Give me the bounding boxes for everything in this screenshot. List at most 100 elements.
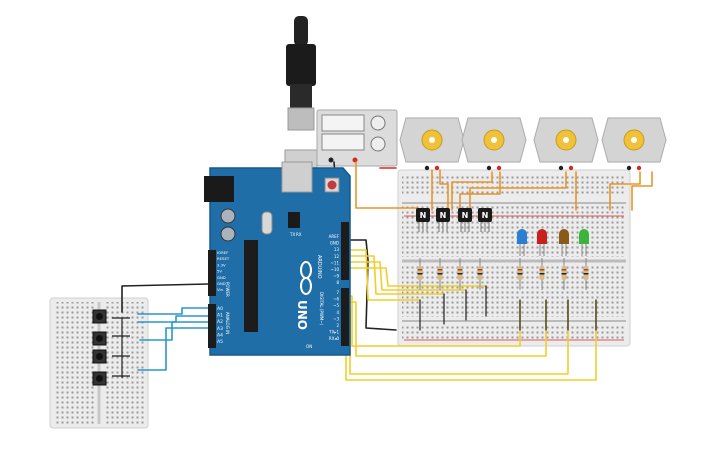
reset-button[interactable] <box>327 180 337 190</box>
wire[interactable] <box>347 261 467 291</box>
wire[interactable] <box>347 255 445 295</box>
arduino-logo <box>300 261 312 295</box>
dc-jack <box>204 176 234 202</box>
digital-pin-label: 7 <box>336 290 339 295</box>
led[interactable] <box>537 229 547 256</box>
analog-pin-label: A5 <box>217 339 223 345</box>
resistors <box>417 258 589 290</box>
transistor-label: N <box>462 211 469 220</box>
resistor[interactable] <box>417 258 423 290</box>
digital-pin-label: 2 <box>336 323 339 328</box>
resistor[interactable] <box>561 258 567 290</box>
digital-header-bottom <box>341 288 349 346</box>
digital-header-top <box>341 222 349 280</box>
wire[interactable] <box>139 321 209 341</box>
arduino-uno-board[interactable]: ARDUINO UNO POWER ANALOG IN DIGITAL (PWM… <box>204 161 351 356</box>
wire[interactable] <box>609 171 641 211</box>
power-supply[interactable] <box>316 109 398 167</box>
resistor[interactable] <box>437 258 443 290</box>
wire[interactable] <box>347 249 421 301</box>
digital-pin-label: GND <box>330 241 339 246</box>
rx-led-label: RX <box>296 232 302 237</box>
capacitor-2 <box>220 226 236 242</box>
capacitor-1 <box>220 208 236 224</box>
transistor-label: N <box>420 211 427 220</box>
digital-pin-label: AREF <box>329 234 340 239</box>
wire[interactable] <box>451 171 493 211</box>
wire[interactable] <box>469 171 567 211</box>
digital-pin-label: 8 <box>336 280 339 285</box>
resistor[interactable] <box>583 258 589 290</box>
wire[interactable] <box>347 299 547 357</box>
digital-pin-label: ~5 <box>333 303 339 308</box>
analog-pin-label: A2 <box>217 319 223 325</box>
npn-transistor[interactable]: N <box>416 208 430 232</box>
digital-pin-label: 4 <box>336 310 339 315</box>
resistor[interactable] <box>539 258 545 290</box>
atmega-chip <box>244 240 258 332</box>
analog-pin-label: A0 <box>217 306 223 312</box>
usb-port <box>281 161 313 193</box>
transistor-label: N <box>440 211 447 220</box>
digital-pin-label: TX▸1 <box>328 330 339 335</box>
wire[interactable] <box>631 171 653 211</box>
wire[interactable] <box>137 307 209 315</box>
power-pin-label: 5V <box>217 269 222 274</box>
wire[interactable] <box>137 327 209 371</box>
leds <box>517 229 589 256</box>
usb-cable[interactable] <box>284 16 318 173</box>
analog-pin-label: A4 <box>217 332 223 338</box>
transistor-label: N <box>482 211 489 220</box>
digital-pin-label: ~10 <box>331 267 340 272</box>
power-pin-label: GND <box>217 275 226 280</box>
power-pin-label: IOREF <box>217 250 228 255</box>
led[interactable] <box>559 229 569 256</box>
analog-pin-label: A3 <box>217 326 223 332</box>
digital-pin-label: RX◂0 <box>329 336 340 341</box>
analog-header-strip <box>208 304 216 348</box>
pin-labels: IOREFRESET3.3V5VGNDGNDVinA0A1A2A3A4A5ARE… <box>217 234 340 345</box>
npn-transistor[interactable]: N <box>478 208 492 232</box>
wire[interactable] <box>439 169 449 211</box>
motors <box>399 117 667 171</box>
on-led-label: ON <box>306 344 312 349</box>
push-button[interactable] <box>92 331 107 346</box>
digital-pin-label: 13 <box>334 247 340 252</box>
resistor[interactable] <box>477 258 483 290</box>
brand-label: ARDUINO <box>316 255 322 279</box>
power-header-label: POWER <box>225 282 230 297</box>
digital-pin-label: ~6 <box>333 297 339 302</box>
npn-transistor[interactable]: N <box>458 208 472 232</box>
wire[interactable] <box>459 171 501 211</box>
dc-motor[interactable] <box>461 117 527 171</box>
model-label: UNO <box>295 300 309 330</box>
wire[interactable] <box>121 283 209 313</box>
npn-transistor[interactable]: N <box>436 208 450 232</box>
led[interactable] <box>517 229 527 256</box>
buttons <box>92 309 130 386</box>
push-button[interactable] <box>92 371 107 386</box>
analog-pin-label: A1 <box>217 313 223 319</box>
power-pin-label: RESET <box>217 256 230 261</box>
push-button[interactable] <box>92 349 107 364</box>
resistor[interactable] <box>457 258 463 290</box>
digital-pin-label: ~9 <box>333 274 339 279</box>
wire[interactable] <box>137 315 209 323</box>
digital-pin-label: ~11 <box>331 260 340 265</box>
wire[interactable] <box>347 267 487 287</box>
led[interactable] <box>579 229 589 256</box>
dc-motor[interactable] <box>399 117 465 171</box>
psu-negative-terminal[interactable] <box>328 157 334 163</box>
power-header-strip <box>208 250 216 296</box>
crystal <box>261 211 273 235</box>
dc-motor[interactable] <box>533 117 599 171</box>
power-pin-label: Vin <box>217 287 224 292</box>
push-button[interactable] <box>92 309 107 324</box>
resistor[interactable] <box>517 258 523 290</box>
dc-motor[interactable] <box>601 117 667 171</box>
analog-header-label: ANALOG IN <box>225 312 230 334</box>
tx-led-label: TX <box>289 232 295 237</box>
digital-pin-label: ~3 <box>333 316 339 321</box>
